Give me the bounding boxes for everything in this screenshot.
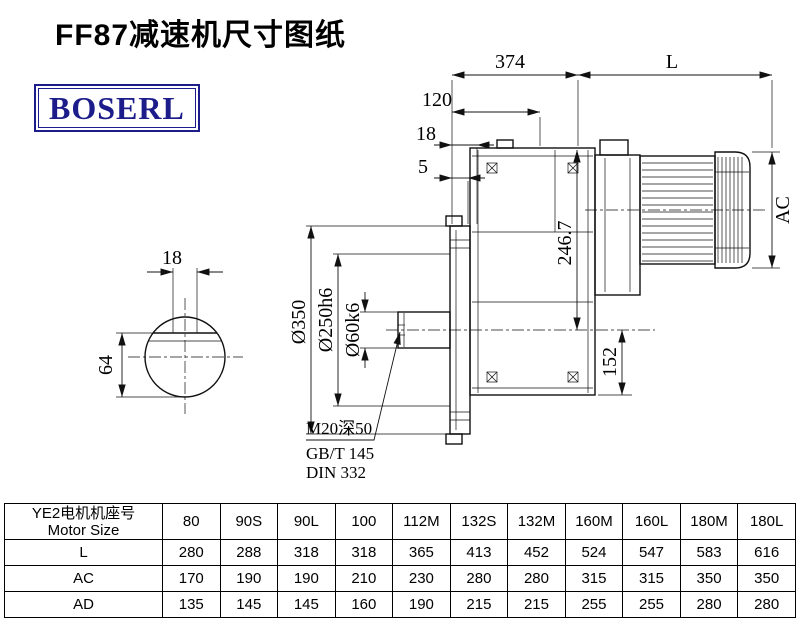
table-cell: 230 xyxy=(392,565,451,592)
dim-spigot-diameter-label: Ø250h6 xyxy=(315,288,337,352)
note-tap-label: M20深50 xyxy=(306,419,372,438)
table-cell: 616 xyxy=(737,539,796,566)
dim-shaft-height-label: 64 xyxy=(95,355,117,375)
column-header: 90S xyxy=(219,503,279,540)
dim-motor-diameter-label: AC xyxy=(772,196,794,224)
motor-adapter xyxy=(594,154,641,296)
table-cell: 318 xyxy=(334,539,394,566)
column-header: 180M xyxy=(679,503,739,540)
shaft-end-view: 18 64 xyxy=(95,247,243,414)
dim-152-label: 152 xyxy=(599,347,621,377)
column-header: 100 xyxy=(334,503,394,540)
dimension-annotations: 374 L 120 18 5 AC 246.7 152 Ø350 xyxy=(288,51,794,482)
dim-120-label: 120 xyxy=(422,89,452,111)
table-cell: 583 xyxy=(679,539,739,566)
column-header: 90L xyxy=(277,503,336,540)
dim-18-label: 18 xyxy=(416,123,436,145)
table-header-row: YE2电机机座号 Motor Size 80 90S 90L 100 112M … xyxy=(4,503,796,540)
table-cell: 210 xyxy=(334,565,394,592)
table-cell: 170 xyxy=(162,565,221,592)
fan-cowl xyxy=(714,151,751,269)
page-title: FF87减速机尺寸图纸 xyxy=(55,19,347,52)
dim-flange-diameter-label: Ø350 xyxy=(288,300,310,344)
dim-motor-length-label: L xyxy=(666,51,678,73)
motor-size-header: YE2电机机座号 Motor Size xyxy=(4,503,163,540)
table-cell: 524 xyxy=(564,539,624,566)
table-cell: 315 xyxy=(622,565,681,592)
column-header: 80 xyxy=(162,503,221,540)
table-cell: 350 xyxy=(737,565,796,592)
table-row-L: L 280 288 318 318 365 413 452 524 547 58… xyxy=(4,539,796,566)
motor-size-header-cn: YE2电机机座号 xyxy=(31,504,136,522)
table-cell: 413 xyxy=(449,539,509,566)
table-cell: 280 xyxy=(507,565,566,592)
note-din-standard-label: DIN 332 xyxy=(306,463,366,482)
technical-drawing: 18 64 xyxy=(95,51,794,482)
table-cell: 280 xyxy=(162,539,221,566)
table-cell: 547 xyxy=(622,539,681,566)
table-cell: 365 xyxy=(392,539,451,566)
column-header: 132M xyxy=(507,503,566,540)
motor-size-table: YE2电机机座号 Motor Size 80 90S 90L 100 112M … xyxy=(4,503,796,618)
dim-shaft-diameter-label: Ø60k6 xyxy=(342,303,364,357)
gear-housing xyxy=(469,147,596,396)
row-label: AC xyxy=(4,565,163,592)
row-label: L xyxy=(4,539,163,566)
boserl-logo-text: BOSERL xyxy=(38,88,196,128)
gearbox-main-view xyxy=(386,139,766,445)
table-row-AC: AC 170 190 190 210 230 280 280 315 315 3… xyxy=(4,565,796,592)
dim-5-label: 5 xyxy=(418,156,428,178)
table-cell: 315 xyxy=(564,565,624,592)
table-cell: 280 xyxy=(449,565,509,592)
dim-center-height-label: 246.7 xyxy=(554,221,576,266)
table-cell: 452 xyxy=(507,539,566,566)
boserl-logo: BOSERL xyxy=(34,84,200,132)
dim-key-width-label: 18 xyxy=(162,247,182,269)
column-header: 160M xyxy=(564,503,624,540)
table-cell: 288 xyxy=(219,539,279,566)
table-cell: 350 xyxy=(679,565,739,592)
column-header: 160L xyxy=(622,503,681,540)
column-header: 180L xyxy=(737,503,796,540)
table-cell: 190 xyxy=(219,565,279,592)
motor-size-header-en: Motor Size xyxy=(47,521,120,539)
table-cell: 190 xyxy=(277,565,336,592)
column-header: 132S xyxy=(449,503,509,540)
table-cell: 318 xyxy=(277,539,336,566)
column-header: 112M xyxy=(392,503,451,540)
dim-total-length-label: 374 xyxy=(495,51,525,73)
note-gb-standard-label: GB/T 145 xyxy=(306,444,374,463)
